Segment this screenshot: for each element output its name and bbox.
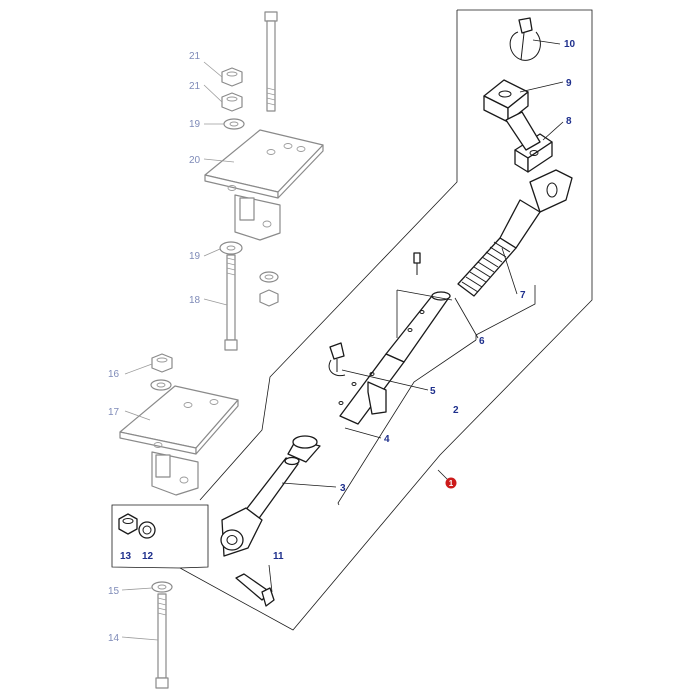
bolt-18 (226, 254, 236, 341)
callout-2[interactable]: 2 (453, 405, 459, 416)
callout-10[interactable]: 10 (564, 39, 576, 50)
assembly-badge[interactable]: 1 (445, 477, 457, 489)
washer-15 (151, 581, 173, 593)
callout-21b[interactable]: 21 (189, 81, 201, 92)
callout-20[interactable]: 20 (189, 155, 201, 166)
callout-3[interactable]: 3 (340, 483, 346, 494)
tube-end-7 (499, 199, 541, 249)
assembly-outline-inner (199, 10, 458, 501)
callout-5[interactable]: 5 (430, 386, 436, 397)
callout-13[interactable]: 13 (120, 551, 132, 562)
upper-bracket-group (204, 11, 324, 351)
linch-pin-10 (518, 17, 533, 34)
lower-bracket-group (119, 353, 239, 689)
callout-15[interactable]: 15 (108, 586, 120, 597)
bolt-shaft-top (266, 20, 276, 112)
callout-9[interactable]: 9 (566, 78, 572, 89)
bolt-14 (157, 593, 167, 679)
callout-4[interactable]: 4 (384, 434, 390, 445)
callout-18[interactable]: 18 (189, 295, 201, 306)
main-tube-2 (385, 295, 451, 363)
callout-14[interactable]: 14 (108, 633, 120, 644)
callout-8[interactable]: 8 (566, 116, 572, 127)
callout-17[interactable]: 17 (108, 407, 120, 418)
callout-11[interactable]: 11 (273, 551, 284, 562)
clevis-end-7 (529, 169, 573, 213)
assembly-outline (111, 9, 593, 631)
nut-16 (151, 353, 173, 373)
callout-6[interactable]: 6 (479, 336, 485, 347)
badge-circle (445, 477, 457, 489)
stop-block-2 (367, 381, 387, 415)
washer-19b (219, 241, 243, 255)
callout-21a[interactable]: 21 (189, 51, 201, 62)
thread-7 (457, 237, 517, 297)
linch-pin-5 (329, 342, 345, 360)
top-link-assembly (118, 17, 573, 607)
washer-12 (138, 521, 156, 539)
callout-1[interactable]: 1 (449, 479, 454, 488)
callout-19a[interactable]: 19 (189, 119, 201, 130)
washer-19a (223, 118, 245, 130)
callout-12[interactable]: 12 (142, 551, 154, 562)
callout-19b[interactable]: 19 (189, 251, 201, 262)
nut-21b (221, 92, 243, 112)
callout-7[interactable]: 7 (520, 290, 526, 301)
leader-lines (121, 39, 564, 641)
nut-21a (221, 67, 243, 87)
bolt-head-top (264, 11, 278, 22)
washer-16 (150, 379, 172, 391)
callout-16[interactable]: 16 (108, 369, 120, 380)
